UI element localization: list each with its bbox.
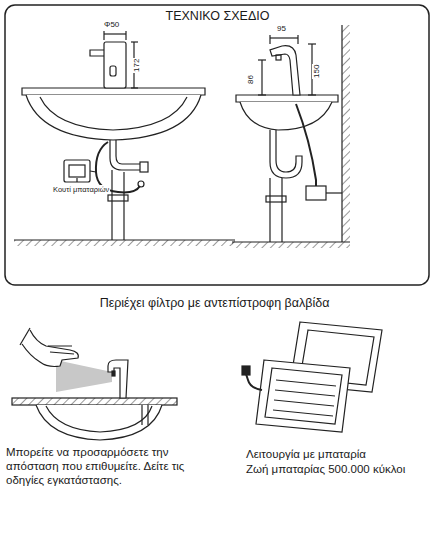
feature-text: Λειτουργία με μπαταρία bbox=[246, 448, 366, 462]
note-text: Περιέχει φίλτρο με αντεπίστροφη βαλβίδα bbox=[0, 296, 432, 311]
panel-title: ΤΕΧΝΙΚΟ ΣΧΕΔΙΟ bbox=[0, 9, 435, 24]
dimension-label: 86 bbox=[246, 74, 256, 85]
feature-text: Μπορείτε να προσαρμόσετε την απόσταση πο… bbox=[6, 446, 212, 487]
dimension-label: 150 bbox=[312, 64, 322, 79]
dimension-label: Φ50 bbox=[103, 20, 120, 30]
dimension-label: 172 bbox=[132, 58, 142, 73]
dimension-label: 95 bbox=[276, 24, 287, 34]
feature-text: Ζωή μπαταρίας 500.000 κύκλοι bbox=[246, 463, 405, 477]
part-label: Κουτί μπαταριών bbox=[52, 185, 110, 194]
